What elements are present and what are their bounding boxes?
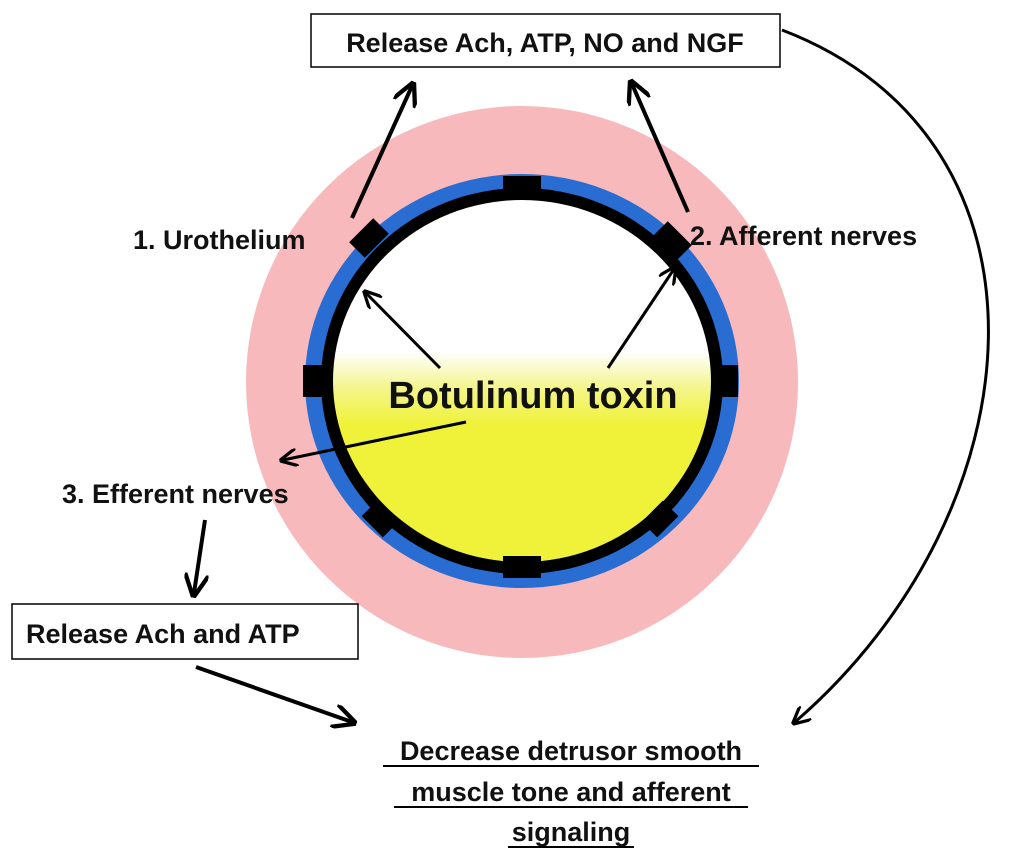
- junction-right: [712, 365, 738, 397]
- outcome-line-1: Decrease detrusor smooth: [400, 736, 742, 766]
- top-release-label: Release Ach, ATP, NO and NGF: [346, 28, 744, 58]
- botulinum-toxin-label: Botulinum toxin: [388, 375, 677, 417]
- top-release-box: [310, 13, 781, 68]
- outcome-line-3: signaling: [512, 817, 631, 847]
- junction-upper-right: [652, 221, 692, 261]
- arrow-toxin-to-efferent: [283, 420, 467, 460]
- arrow-urothelium-to-release: [350, 86, 412, 219]
- bottom-release-box: [11, 603, 359, 660]
- arrow-top-release-to-outcome: [781, 28, 990, 722]
- junction-bottom: [503, 556, 541, 578]
- lumen: [333, 200, 711, 562]
- junction-top: [503, 176, 541, 198]
- urothelium-label: 1. Urothelium: [133, 225, 306, 255]
- outcome-text: Decrease detrusor smooth muscle tone and…: [383, 736, 759, 848]
- junction-left: [303, 365, 329, 397]
- outcome-line-2: muscle tone and afferent: [411, 777, 731, 807]
- afferent-nerves-label: 2. Afferent nerves: [690, 221, 917, 251]
- junction-upper-left: [349, 218, 389, 258]
- arrow-release-to-outcome: [195, 665, 352, 722]
- junction-lower-left: [361, 500, 399, 538]
- ring-junctions: [303, 176, 738, 578]
- junction-lower-right: [641, 500, 679, 538]
- arrow-toxin-to-afferent: [606, 269, 674, 369]
- arrow-efferent-to-release: [194, 519, 205, 593]
- arrow-afferent-to-release: [632, 84, 690, 213]
- bottom-release-label: Release Ach and ATP: [26, 619, 300, 649]
- arrows: [194, 28, 990, 722]
- arrow-toxin-to-urothelium: [366, 293, 442, 370]
- efferent-nerves-label: 3. Efferent nerves: [62, 479, 289, 509]
